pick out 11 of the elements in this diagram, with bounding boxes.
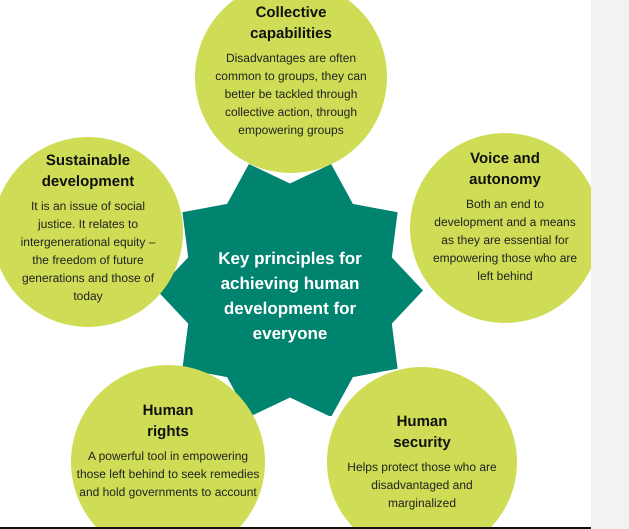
- principle-description: Helps protect those who are disadvantaged and marginalized: [346, 459, 498, 512]
- principle-heading: Human rights: [142, 401, 194, 442]
- principle-description: Disadvantages are often common to groups, they can better be tackled through collective action, through empowering groups: [214, 50, 368, 139]
- principle-heading: Human security: [392, 412, 452, 453]
- principle-description: A powerful tool in empowering those left behind to seek remedies and hold governments to account: [76, 448, 260, 501]
- principle-description: It is an issue of social justice. It relates to intergenerational equity – the freedom of future generations and those of today: [20, 198, 156, 305]
- center-title: Key principles for achieving human development for everyone: [217, 248, 363, 345]
- principle-description: Both an end to development and a means as they are essential for empowering those who are left behind: [432, 196, 578, 285]
- principle-heading: Collective capabilities: [249, 3, 333, 44]
- principle-heading: Sustainable development: [40, 151, 136, 192]
- principle-heading: Voice and autonomy: [468, 149, 542, 190]
